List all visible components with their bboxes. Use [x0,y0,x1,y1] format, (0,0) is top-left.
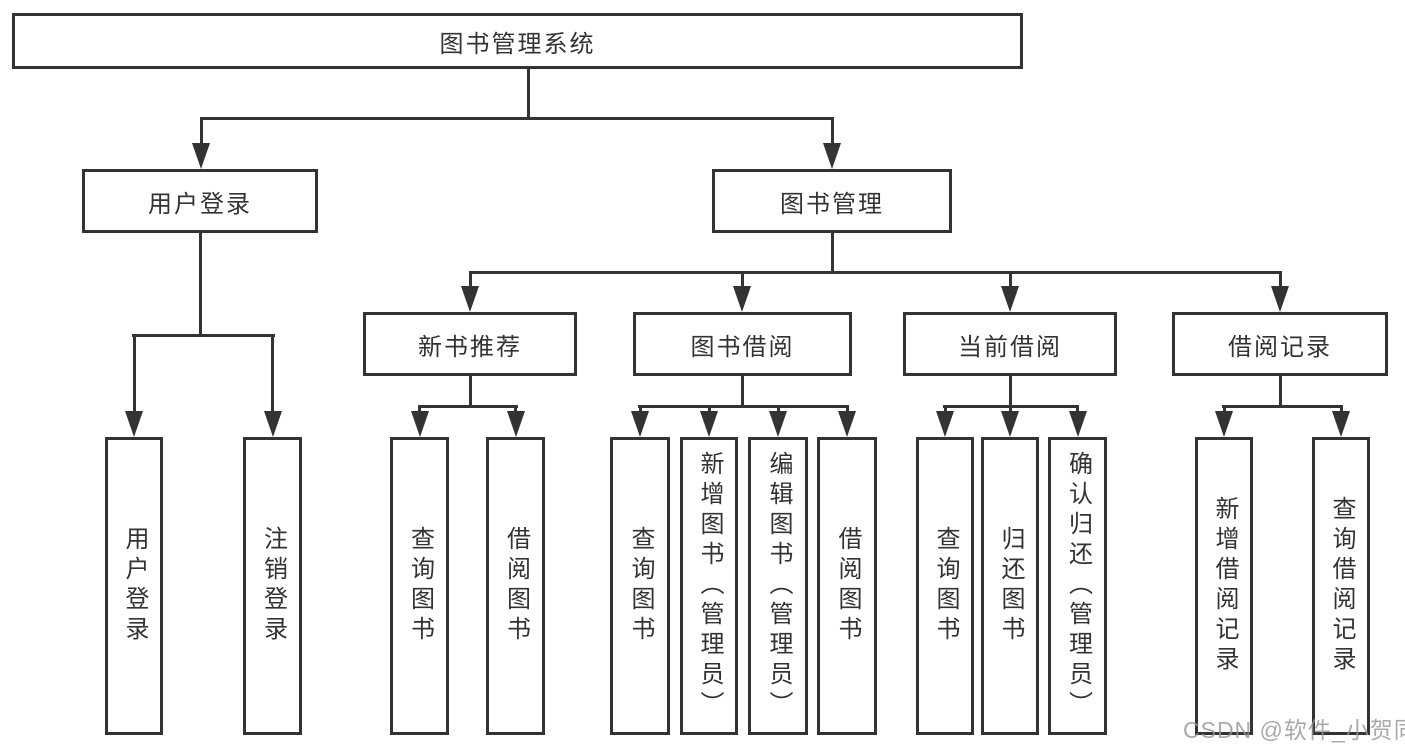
leaf-nb-borrow-books: 借阅图书 [486,437,545,735]
connector-stub [1340,405,1343,414]
arrowhead-cb-confirm-return [1069,411,1087,437]
connector-stub [1076,405,1079,414]
connector-stub [1009,405,1012,414]
leaf-nb-query-books-label: 查询图书 [406,526,434,646]
connector-new-book-stem [469,376,472,407]
arrowhead-user-login [192,143,210,169]
arrowhead-new-book [461,286,479,312]
node-current-borrowing: 当前借阅 [903,312,1117,376]
leaf-bb-edit-books-admin-label: 编辑图书（管理员） [765,451,792,721]
arrowhead-br-add-record [1215,411,1233,437]
leaf-nb-borrow-books-label: 借阅图书 [502,526,530,646]
leaf-bb-borrow-books-label: 借阅图书 [834,526,861,646]
node-library-management-system-label: 图书管理系统 [439,30,596,58]
node-borrowing-records: 借阅记录 [1172,312,1388,376]
arrowhead-bb-query-books [631,411,649,437]
connector-book-management-stem [831,231,834,274]
connector-drop-leaf-logout [271,334,274,413]
connector-book-borrowing-stem [741,376,744,407]
connector-stub [514,405,517,414]
connector-level2-horizontal [469,271,1282,274]
connector-stub [777,405,780,414]
connector-drop-new-book [469,271,472,291]
node-user-login-label: 用户登录 [148,190,252,218]
arrowhead-leaf-user-login [125,411,143,437]
leaf-logout-label: 注销登录 [259,526,287,646]
arrowhead-cb-return-books [1001,411,1019,437]
csdn-watermark: CSDN @软件_小贺同学 [1183,717,1405,743]
connector-drop-book-management [831,117,834,145]
leaf-br-query-record-label: 查询借阅记录 [1328,496,1355,676]
connector-user-login-stem [199,231,202,336]
arrowhead-cb-query-books [936,411,954,437]
connector-book-borrowing-horizontal [638,405,849,408]
leaf-bb-query-books: 查询图书 [610,437,670,735]
leaf-cb-return-books-label: 归还图书 [997,526,1024,646]
node-new-book-recommendation-label: 新书推荐 [418,333,522,361]
leaf-user-login-label: 用户登录 [121,526,148,646]
arrowhead-nb-query-books [411,411,429,437]
leaf-cb-confirm-return-admin: 确认归还（管理员） [1048,437,1107,735]
leaf-bb-add-books-admin: 新增图书（管理员） [680,437,738,735]
node-library-management-system: 图书管理系统 [12,13,1023,69]
connector-drop-current-borrowing [1009,271,1012,291]
leaf-br-add-record: 新增借阅记录 [1195,437,1253,735]
connector-level1-horizontal [200,117,834,120]
connector-stub [708,405,711,414]
connector-borrowing-records-horizontal [1222,405,1343,408]
leaf-bb-borrow-books: 借阅图书 [817,437,877,735]
node-book-borrowing-label: 图书借阅 [690,333,795,361]
leaf-user-login: 用户登录 [105,437,163,735]
connector-stub [944,405,947,414]
arrowhead-book-borrowing [733,286,751,312]
leaf-br-add-record-label: 新增借阅记录 [1211,496,1238,676]
connector-stub [639,405,642,414]
arrowhead-current-borrowing [1001,286,1019,312]
connector-stub [1223,405,1226,414]
connector-drop-leaf-user-login [133,334,136,413]
arrowhead-borrowing-records [1271,286,1289,312]
arrowhead-bb-borrow-books [838,411,856,437]
connector-current-borrowing-stem [1009,376,1012,407]
connector-root-stem [527,69,530,120]
arrowhead-br-query-record [1332,411,1350,437]
connector-new-book-horizontal [418,405,518,408]
arrowhead-nb-borrow-books [507,411,525,437]
node-borrowing-records-label: 借阅记录 [1228,333,1332,361]
node-new-book-recommendation: 新书推荐 [363,312,577,376]
connector-stub [846,405,849,414]
connector-stub [418,405,421,414]
leaf-logout: 注销登录 [243,437,302,735]
leaf-bb-query-books-label: 查询图书 [627,526,654,646]
connector-drop-book-borrowing [741,271,744,291]
leaf-cb-confirm-return-admin-label: 确认归还（管理员） [1064,451,1092,721]
node-book-management-label: 图书管理 [780,190,884,218]
leaf-cb-query-books: 查询图书 [916,437,974,735]
arrowhead-bb-add-books [700,411,718,437]
leaf-bb-add-books-admin-label: 新增图书（管理员） [696,451,723,721]
leaf-cb-return-books: 归还图书 [981,437,1039,735]
connector-drop-borrowing-records [1279,271,1282,291]
node-current-borrowing-label: 当前借阅 [958,333,1062,361]
leaf-br-query-record: 查询借阅记录 [1312,437,1370,735]
arrowhead-book-management [823,143,841,169]
node-user-login: 用户登录 [82,169,318,233]
node-book-borrowing: 图书借阅 [633,312,852,376]
connector-user-login-horizontal [132,334,275,337]
node-book-management: 图书管理 [712,169,952,233]
arrowhead-leaf-logout [264,411,282,437]
connector-drop-user-login [200,117,203,145]
connector-borrowing-records-stem [1279,376,1282,407]
leaf-bb-edit-books-admin: 编辑图书（管理员） [748,437,808,735]
leaf-nb-query-books: 查询图书 [390,437,449,735]
arrowhead-bb-edit-books [769,411,787,437]
leaf-cb-query-books-label: 查询图书 [932,526,959,646]
